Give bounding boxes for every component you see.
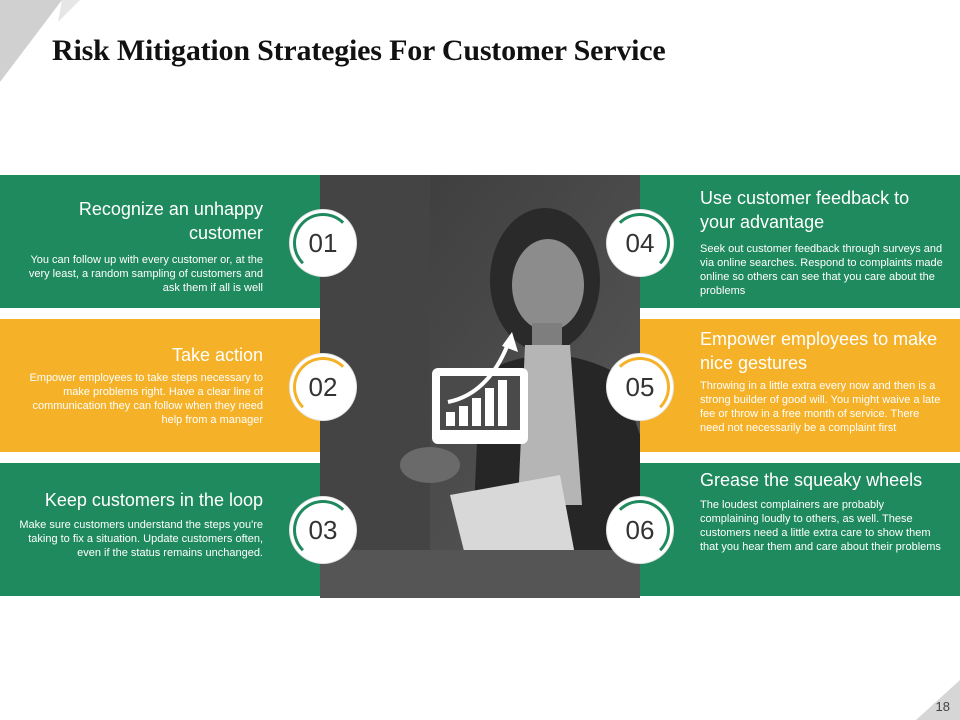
strategy-heading-03: Keep customers in the loop	[44, 490, 263, 510]
page-title: Risk Mitigation Strategies For Customer …	[52, 34, 666, 67]
strategy-heading-02: Take action	[171, 345, 263, 365]
strategy-description-03: Make sure customers understand the steps…	[19, 519, 263, 559]
badge-number-06: 06	[625, 514, 655, 545]
strategy-panel-04: Use customer feedback to your advantage …	[640, 175, 960, 308]
badge-number-01: 01	[308, 227, 338, 258]
strategy-description-02: Empower employees to take steps necessar…	[29, 372, 263, 426]
number-badge-06: 06	[607, 497, 673, 563]
page-number: 18	[935, 699, 950, 714]
number-badge-01: 01	[290, 210, 356, 276]
number-badge-02: 02	[290, 354, 356, 420]
badge-number-05: 05	[625, 371, 655, 402]
number-badge-04: 04	[607, 210, 673, 276]
strategy-panel-02: Take action Empower employees to take st…	[0, 319, 320, 452]
number-badge-03: 03	[290, 497, 356, 563]
strategy-description-06: The loudest complainers are probably com…	[700, 499, 941, 553]
corner-decoration-bottom-right	[916, 680, 960, 720]
strategy-heading-01: Recognize an unhappy customer	[78, 199, 263, 243]
badge-number-03: 03	[308, 514, 338, 545]
badge-number-04: 04	[625, 227, 655, 258]
strategy-heading-05: Empower employees to make nice gestures	[700, 329, 938, 373]
strategy-description-04: Seek out customer feedback through surve…	[700, 243, 943, 297]
strategy-heading-06: Grease the squeaky wheels	[700, 470, 923, 490]
strategy-heading-04: Use customer feedback to your advantage	[700, 188, 910, 232]
badge-number-02: 02	[308, 371, 338, 402]
strategy-panel-01: Recognize an unhappy customer You can fo…	[0, 175, 320, 308]
strategy-description-01: You can follow up with every customer or…	[28, 254, 263, 294]
strategy-description-05: Throwing in a little extra every now and…	[700, 380, 941, 434]
growth-chart-icon	[432, 332, 528, 444]
number-badge-05: 05	[607, 354, 673, 420]
strategy-panel-03: Keep customers in the loop Make sure cus…	[0, 463, 320, 596]
strategy-panel-05: Empower employees to make nice gestures …	[640, 319, 960, 452]
strategy-panel-06: Grease the squeaky wheels The loudest co…	[640, 463, 960, 596]
corner-decoration-top-left	[0, 0, 80, 82]
